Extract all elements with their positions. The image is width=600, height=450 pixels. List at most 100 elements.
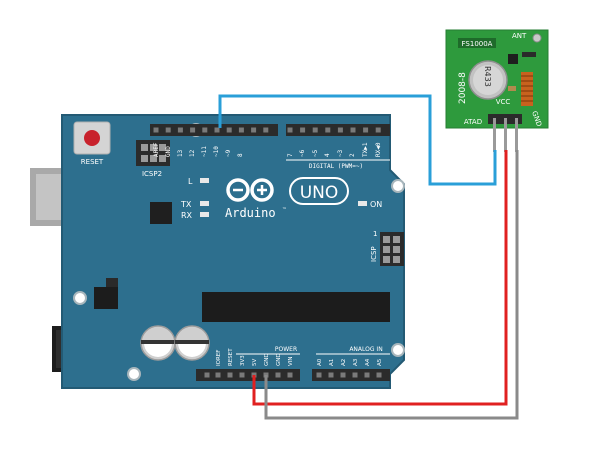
led-tx-label: TX bbox=[180, 200, 192, 209]
header-pin-hole bbox=[328, 372, 334, 378]
analog-pin-label: A4 bbox=[365, 358, 371, 366]
header-pin-hole bbox=[350, 127, 356, 133]
analog-pin-label: A0 bbox=[317, 358, 323, 366]
header-pin-hole bbox=[190, 127, 196, 133]
icsp-pin1-label: 1 bbox=[373, 230, 377, 238]
digital-pin-label: GND bbox=[165, 146, 172, 157]
analog-pin-label: A1 bbox=[329, 359, 335, 366]
analog-label: ANALOG IN bbox=[349, 346, 382, 353]
header-pin-hole bbox=[204, 372, 210, 378]
module-pin-vcc-label: VCC bbox=[496, 98, 511, 106]
arduino-logo-icon bbox=[226, 178, 274, 202]
digital-pin-label: ~11 bbox=[201, 146, 208, 157]
digital-pin-label: ~9 bbox=[225, 149, 232, 157]
antenna-pad bbox=[532, 33, 542, 43]
gnd-wire bbox=[264, 150, 519, 420]
header-pin-hole bbox=[337, 127, 343, 133]
header-pin-hole bbox=[153, 127, 159, 133]
header-pin-hole bbox=[364, 372, 370, 378]
header-pin-hole bbox=[165, 127, 171, 133]
uno-badge bbox=[289, 177, 349, 205]
analog-header bbox=[312, 369, 390, 381]
power-header bbox=[196, 369, 300, 381]
led-on-label: ON bbox=[370, 200, 382, 209]
uno-label: UNO bbox=[300, 183, 339, 203]
header-pin-hole bbox=[287, 127, 293, 133]
header-pin-hole bbox=[363, 127, 369, 133]
digital-pin-label: 4 bbox=[324, 153, 331, 157]
arduino-logo-text: Arduino bbox=[225, 206, 276, 220]
capacitor bbox=[140, 325, 176, 361]
led-l-label: L bbox=[188, 177, 193, 186]
power-pin-label: GND bbox=[264, 353, 270, 366]
power-pin-label: 3V3 bbox=[240, 355, 246, 366]
header-pin-hole bbox=[226, 127, 232, 133]
header-pin-hole bbox=[325, 127, 331, 133]
power-pin-label: RESET bbox=[228, 348, 234, 366]
header-pin-hole bbox=[376, 372, 382, 378]
header-pin-hole bbox=[227, 372, 233, 378]
header-pin-hole bbox=[263, 127, 269, 133]
digital-pin-label: ~10 bbox=[213, 146, 220, 157]
module-capacitor bbox=[508, 86, 516, 91]
digital-pin-label: ~6 bbox=[299, 149, 306, 157]
rf-transmitter-module: FS1000A ANT 2008-8 R433 ATAD VCC GND bbox=[445, 29, 549, 152]
digital-pin-label: 8 bbox=[237, 153, 244, 157]
atmega-chip bbox=[202, 292, 390, 322]
digital-pin-label: 2 bbox=[349, 153, 356, 157]
data-wire bbox=[218, 94, 497, 186]
header-pin-hole bbox=[177, 127, 183, 133]
header-pin-hole bbox=[287, 372, 293, 378]
module-pin-data-label: ATAD bbox=[464, 118, 482, 126]
led-indicators bbox=[200, 178, 367, 217]
header-pin-hole bbox=[202, 127, 208, 133]
module-ant-label: ANT bbox=[512, 32, 527, 40]
module-transistor bbox=[508, 54, 518, 64]
power-pin-label: GND bbox=[276, 353, 282, 366]
resonator bbox=[468, 60, 508, 100]
module-chip-label-box bbox=[458, 38, 496, 48]
module-pins bbox=[488, 114, 522, 152]
header-pin-hole bbox=[238, 127, 244, 133]
header-pin-hole bbox=[214, 127, 220, 133]
led-rx-label: RX bbox=[181, 211, 193, 220]
vcc-wire bbox=[252, 150, 508, 406]
header-pin-hole bbox=[251, 127, 257, 133]
module-resistor bbox=[522, 52, 536, 57]
digital-pin-label: RX◀0 bbox=[375, 142, 382, 157]
module-chip-label: FS1000A bbox=[462, 40, 493, 48]
reset-button[interactable] bbox=[73, 121, 111, 155]
wires bbox=[218, 94, 519, 420]
module-side-label: 2008-8 bbox=[458, 72, 468, 104]
digital-pin-label: ~5 bbox=[312, 149, 319, 157]
icsp2-label: ICSP2 bbox=[142, 170, 162, 178]
digital-header bbox=[150, 124, 390, 136]
resonator-label: R433 bbox=[483, 66, 492, 87]
mount-hole bbox=[391, 343, 405, 357]
icsp-label: ICSP bbox=[370, 246, 378, 262]
digital-pin-label: 13 bbox=[177, 149, 184, 157]
mount-hole bbox=[127, 367, 141, 381]
analog-pin-label: A2 bbox=[341, 359, 347, 366]
digital-pin-label: ~3 bbox=[337, 149, 344, 157]
digital-pin-label: TX▶1 bbox=[362, 142, 369, 157]
arduino-logo-tm: ™ bbox=[282, 207, 287, 213]
reset-label: RESET bbox=[81, 158, 104, 166]
mount-hole bbox=[73, 291, 87, 305]
header-pin-hole bbox=[352, 372, 358, 378]
power-pin-label: 5V bbox=[252, 359, 258, 366]
header-pin-hole bbox=[215, 372, 221, 378]
digital-pin-label: 12 bbox=[189, 149, 196, 157]
analog-pin-label: A5 bbox=[377, 358, 383, 366]
digital-label: DIGITAL (PWM=~) bbox=[309, 163, 363, 170]
header-pin-hole bbox=[239, 372, 245, 378]
header-pin-hole bbox=[375, 127, 381, 133]
header-pin-hole bbox=[300, 127, 306, 133]
digital-pin-label: AREF bbox=[153, 142, 160, 157]
icsp2-header bbox=[136, 140, 170, 166]
voltage-regulator bbox=[94, 278, 118, 309]
power-label: POWER bbox=[275, 346, 297, 353]
